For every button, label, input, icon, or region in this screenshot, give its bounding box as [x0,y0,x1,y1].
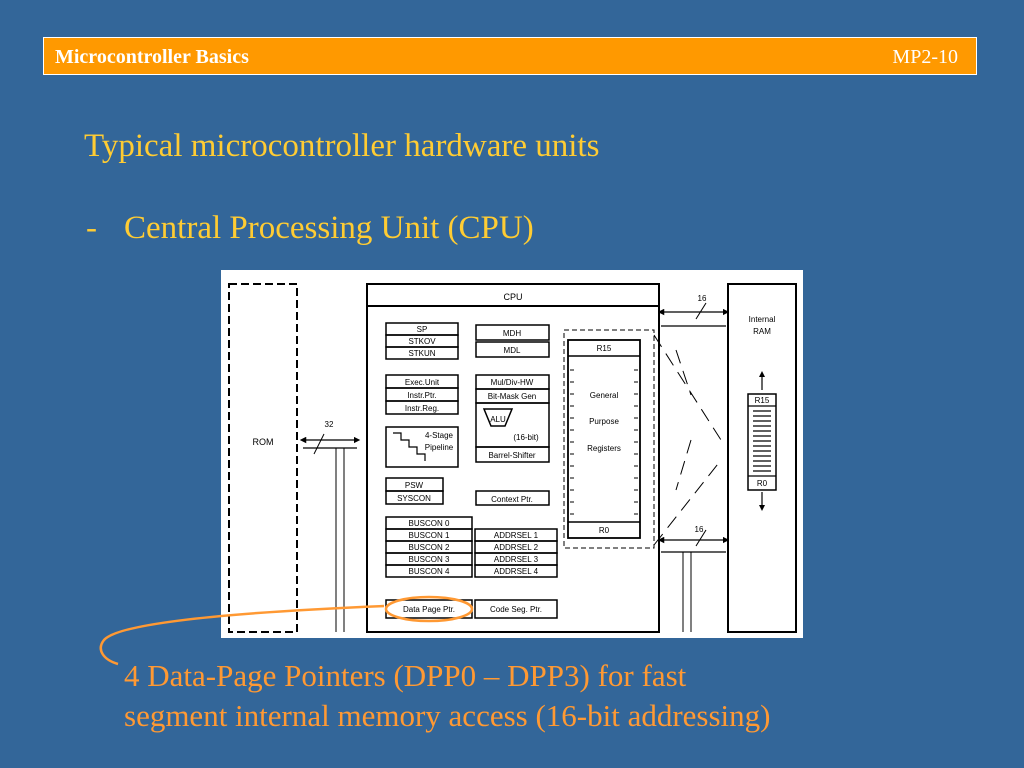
buscon-1: BUSCON 1 [409,531,450,540]
ram-register-ticks [753,410,771,472]
rom-bus-width: 32 [325,420,334,429]
addrsel-3: ADDRSEL 3 [494,555,539,564]
header-bar: Microcontroller Basics MP2-10 [43,37,977,75]
internal-ram-label-1: Internal [749,315,776,324]
pipeline-block [385,426,459,468]
rom-label: ROM [253,437,274,447]
buscon-2: BUSCON 2 [409,543,450,552]
instr-ptr-label: Instr.Ptr. [407,391,436,400]
stack-registers [385,322,459,360]
pipeline-label-1: 4-Stage [425,431,454,440]
bit-mask-label: Bit-Mask Gen [488,392,536,401]
gpr-bank [567,339,641,539]
addrsel-2: ADDRSEL 2 [494,543,539,552]
internal-ram-block [727,283,797,633]
mul-div-label: Mul/Div-HW [491,378,534,387]
multiply-divide-registers [475,324,550,358]
pipeline-label-2: Pipeline [425,443,454,452]
stack-reg-sp: SP [417,325,428,334]
cpu-label: CPU [503,292,522,302]
bus-control-registers [385,516,558,578]
buscon-3: BUSCON 3 [409,555,450,564]
addrsel-4: ADDRSEL 4 [494,567,539,576]
data-page-ptr-highlight [384,595,474,623]
execution-unit [385,374,459,415]
rom-bus-arrow [299,433,361,632]
callout-text: 4 Data-Page Pointers (DPP0 – DPP3) for f… [124,656,771,736]
arithmetic-unit [475,374,550,463]
context-ptr-label: Context Ptr. [491,495,533,504]
addrsel-1: ADDRSEL 1 [494,531,539,540]
md-reg-mdl: MDL [504,346,521,355]
barrel-shifter-label: Barrel-Shifter [488,451,535,460]
psw-label: PSW [405,481,424,490]
gpr-tick-marks [570,369,638,515]
register-mapping-lines [653,334,722,546]
rom-block [228,283,298,633]
ram-r0: R0 [757,479,768,488]
buscon-0: BUSCON 0 [409,519,450,528]
md-reg-mdh: MDH [503,329,521,338]
stack-reg-stkun: STKUN [408,349,435,358]
slide-heading: Typical microcontroller hardware units [84,128,600,164]
instr-reg-label: Instr.Reg. [405,404,439,413]
exec-unit-label: Exec.Unit [405,378,440,387]
status-registers [385,477,444,505]
pipeline-stairs-icon [393,432,426,461]
data-page-ptr-label: Data Page Ptr. [403,605,455,614]
cpu-block-diagram: ROM 32 CPU SP STKOV STKUN MDH MDL Exec.U… [221,270,803,638]
alu-shape [482,408,514,427]
gpr-r15: R15 [597,344,612,353]
gpr-r0: R0 [599,526,610,535]
header-title: Microcontroller Basics [55,46,249,68]
gpr-label-3: Registers [587,444,621,453]
syscon-label: SYSCON [397,494,431,503]
stack-reg-stkov: STKOV [408,337,436,346]
top-bus-arrow [657,302,730,327]
bottom-bus-arrow [657,529,730,632]
alu-label: ALU [490,415,506,424]
callout-line-2: segment internal memory access (16-bit a… [124,698,771,733]
callout-line-1: 4 Data-Page Pointers (DPP0 – DPP3) for f… [124,658,687,693]
gpr-label-2: Purpose [589,417,619,426]
code-seg-ptr-label: Code Seg. Ptr. [490,605,542,614]
buscon-4: BUSCON 4 [409,567,450,576]
ram-r15: R15 [755,396,770,405]
slide-number: MP2-10 [892,46,958,68]
ram-register-bank [747,393,777,491]
internal-ram-label-2: RAM [753,327,771,336]
bullet-text: Central Processing Unit (CPU) [124,210,534,246]
top-bus-width: 16 [698,294,707,303]
gpr-dashed-region [563,329,655,549]
context-ptr-block [475,490,550,506]
cpu-block [366,283,660,633]
alu-width-label: (16-bit) [513,433,539,442]
gpr-label-1: General [590,391,619,400]
bullet-marker: - [86,210,97,246]
bottom-bus-width: 16 [695,525,704,534]
